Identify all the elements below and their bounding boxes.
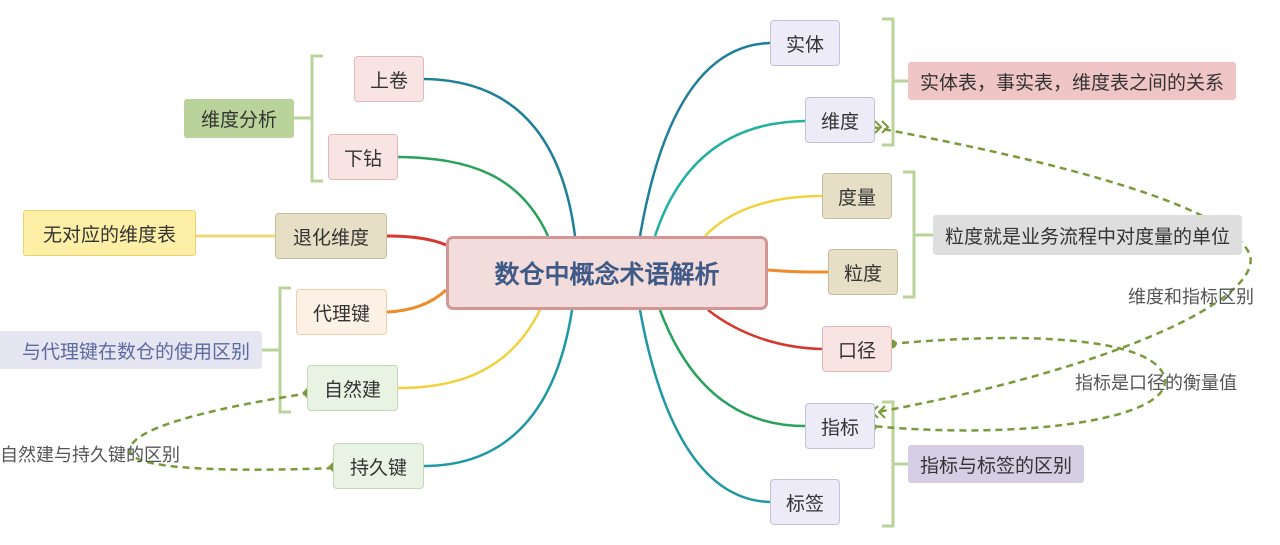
summary-entity-relation[interactable]: 实体表，事实表，维度表之间的关系	[908, 62, 1237, 100]
topic-surrogate-key[interactable]: 代理键	[296, 289, 387, 335]
bracket-entity-dim	[882, 17, 908, 147]
bracket-metric-tag	[882, 400, 908, 528]
branch-grain	[767, 268, 829, 274]
topic-caliber[interactable]: 口径	[822, 326, 892, 372]
relation-natural-durable	[128, 391, 337, 471]
branch-entity	[638, 41, 771, 237]
topic-degenerate-dim[interactable]: 退化维度	[275, 213, 387, 259]
branch-metric	[658, 309, 806, 428]
relation-dim-metric	[871, 125, 1252, 415]
bracket-surrogate	[262, 286, 291, 414]
relation-label-metric-caliber[interactable]: 指标是口径的衡量值	[1075, 373, 1237, 394]
topic-drill-down[interactable]: 下钻	[328, 134, 398, 180]
summary-grain-definition[interactable]: 粒度就是业务流程中对度量的单位	[933, 215, 1243, 255]
topic-entity[interactable]: 实体	[770, 20, 840, 66]
topic-tag[interactable]: 标签	[770, 479, 840, 525]
topic-measure[interactable]: 度量	[822, 173, 892, 219]
branch-surrogate-key	[386, 288, 448, 314]
topic-natural-key[interactable]: 自然建	[307, 365, 398, 411]
relation-label-natural-vs-durable[interactable]: 自然建与持久键的区别	[0, 445, 180, 466]
branch-durable-key	[423, 309, 574, 468]
topic-durable-key[interactable]: 持久键	[333, 443, 424, 489]
topic-dimension[interactable]: 维度	[805, 97, 875, 143]
summary-metric-vs-tag[interactable]: 指标与标签的区别	[908, 445, 1085, 483]
summary-surrogate-usage[interactable]: 与代理键在数仓的使用区别	[0, 331, 262, 369]
branch-caliber	[707, 309, 823, 351]
central-topic[interactable]: 数仓中概念术语解析	[446, 236, 768, 310]
branch-natural-key	[397, 309, 542, 390]
topic-grain[interactable]: 粒度	[828, 249, 898, 295]
topic-up-roll[interactable]: 上卷	[354, 56, 424, 102]
relation-metric-caliber	[871, 336, 1167, 432]
bracket-measure-grain	[903, 170, 933, 299]
branch-up-roll	[423, 77, 577, 237]
branch-measure	[704, 194, 823, 237]
branch-drill-down	[397, 155, 550, 237]
branch-tag	[638, 309, 771, 504]
relation-label-dim-vs-metric[interactable]: 维度和指标区别	[1128, 287, 1254, 308]
summary-dim-analysis[interactable]: 维度分析	[184, 99, 294, 138]
bracket-dim-analysis	[294, 54, 323, 183]
topic-metric[interactable]: 指标	[805, 403, 875, 449]
summary-no-dim-table[interactable]: 无对应的维度表	[23, 210, 196, 256]
branch-degenerate-dim	[386, 234, 447, 247]
branch-dimension	[653, 119, 806, 237]
